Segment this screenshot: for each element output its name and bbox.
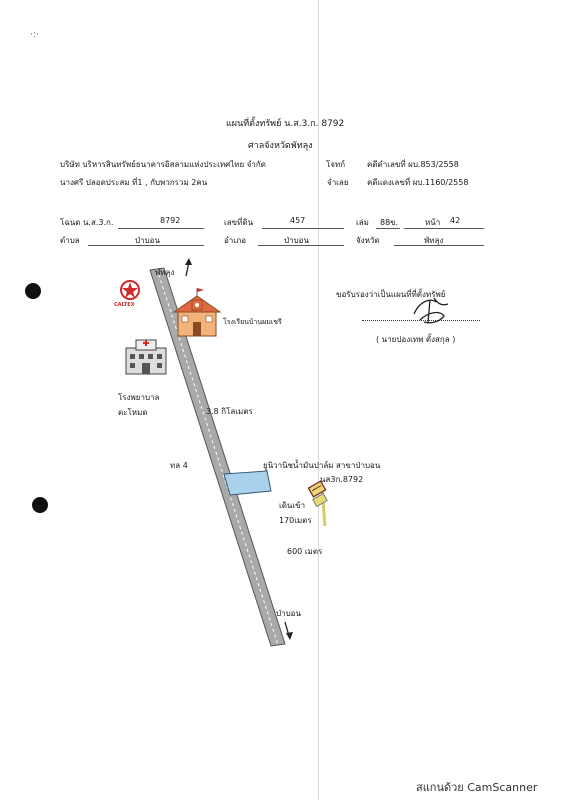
bank-branch-block: [223, 470, 272, 496]
south-arrow-icon: [284, 621, 293, 640]
province-value: พัทลุง: [424, 236, 444, 245]
access-road: [320, 486, 327, 527]
subdistrict-value: ป่าบอน: [135, 236, 160, 245]
page-label: หน้า: [425, 218, 441, 227]
hospital-label-line1: โรงพยาบาล: [118, 393, 160, 402]
scan-speck: ·:·: [30, 30, 39, 40]
subdistrict-label: ตำบล: [60, 236, 80, 245]
north-arrow-icon: [185, 258, 192, 277]
hospital-label-line2: ตะโหมด: [118, 408, 148, 417]
walk-in-label-line2: 170เมตร: [279, 516, 312, 525]
land-no-value: 457: [290, 216, 306, 225]
scanner-watermark: สแกนด้วย CamScanner: [416, 781, 538, 794]
district-underline: [258, 245, 344, 246]
red-case-number: คดีแดงเลขที่ ผบ.1160/2558: [367, 178, 469, 187]
distance-main-label: 3.8 กิโลเมตร: [206, 407, 253, 416]
defendant-name: นางศรี ปลอดประสม ที่1 , กับพวกรวม 2คน: [60, 178, 208, 187]
caltex-logo-icon: [120, 280, 140, 300]
page-fold-line: [318, 0, 319, 800]
bank-branch-label: ยูนิวานิชน้ำมันปาล์ม สาขาป่าบอน: [263, 461, 381, 470]
land-no-label: เลขที่ดิน: [224, 218, 254, 227]
district-label: อำเภอ: [224, 236, 247, 245]
land-no-underline: [262, 228, 344, 229]
province-underline: [394, 245, 484, 246]
district-value: ป่าบอน: [284, 236, 309, 245]
signature-icon: [413, 297, 449, 324]
subdistrict-underline: [88, 245, 204, 246]
binder-hole-bottom: [32, 497, 48, 513]
court-name: ศาลจังหวัดพัทลุง: [248, 141, 313, 151]
book-underline: [376, 228, 400, 229]
property-label: นส3ก.8792: [320, 475, 364, 484]
distance-600-label: 600 เมตร: [287, 547, 323, 556]
north-direction-label: พัทลุง: [155, 268, 175, 277]
deed-label: โฉนด น.ส.3.ก.: [60, 218, 114, 227]
plaintiff-label: โจทก์: [326, 160, 346, 169]
book-label: เล่ม: [356, 218, 369, 227]
plaintiff-name: บริษัท บริหารสินทรัพย์ธนาคารอิสลามแห่งปร…: [60, 160, 266, 169]
hospital-icon: [125, 339, 167, 375]
black-case-number: คดีดำเลขที่ ผบ.853/2558: [367, 160, 459, 169]
certification-statement: ขอรับรองว่าเป็นแผนที่ที่ตั้งทรัพย์: [336, 290, 446, 299]
school-label: โรงเรียนบ้านผมเชรี: [223, 318, 282, 326]
page-value: 42: [450, 216, 461, 225]
defendant-label: จำเลย: [327, 178, 349, 187]
walk-in-label-line1: เดินเข้า: [279, 501, 306, 510]
book-value: 88ข.: [380, 218, 399, 227]
page-underline: [404, 228, 484, 229]
property-plot-icon: [312, 492, 328, 508]
deed-underline: [118, 228, 204, 229]
caltex-brand-label: CALTEX: [114, 302, 135, 308]
signature-line: [362, 320, 480, 321]
document-title: แผนที่ตั้งทรัพย์ น.ส.3.ก. 8792: [226, 119, 345, 129]
deed-value: 8792: [160, 216, 181, 225]
signer-name: ( นายปองเทพ ตั้งสกุล ): [376, 335, 456, 344]
province-label: จังหวัด: [356, 236, 380, 245]
highway-label: ทล 4: [170, 461, 188, 470]
highway-road: [149, 267, 286, 647]
binder-hole-top: [25, 283, 41, 299]
school-icon: [172, 288, 222, 337]
south-direction-label: ป่าบอน: [276, 609, 301, 618]
property-marker-icon: [307, 480, 327, 498]
